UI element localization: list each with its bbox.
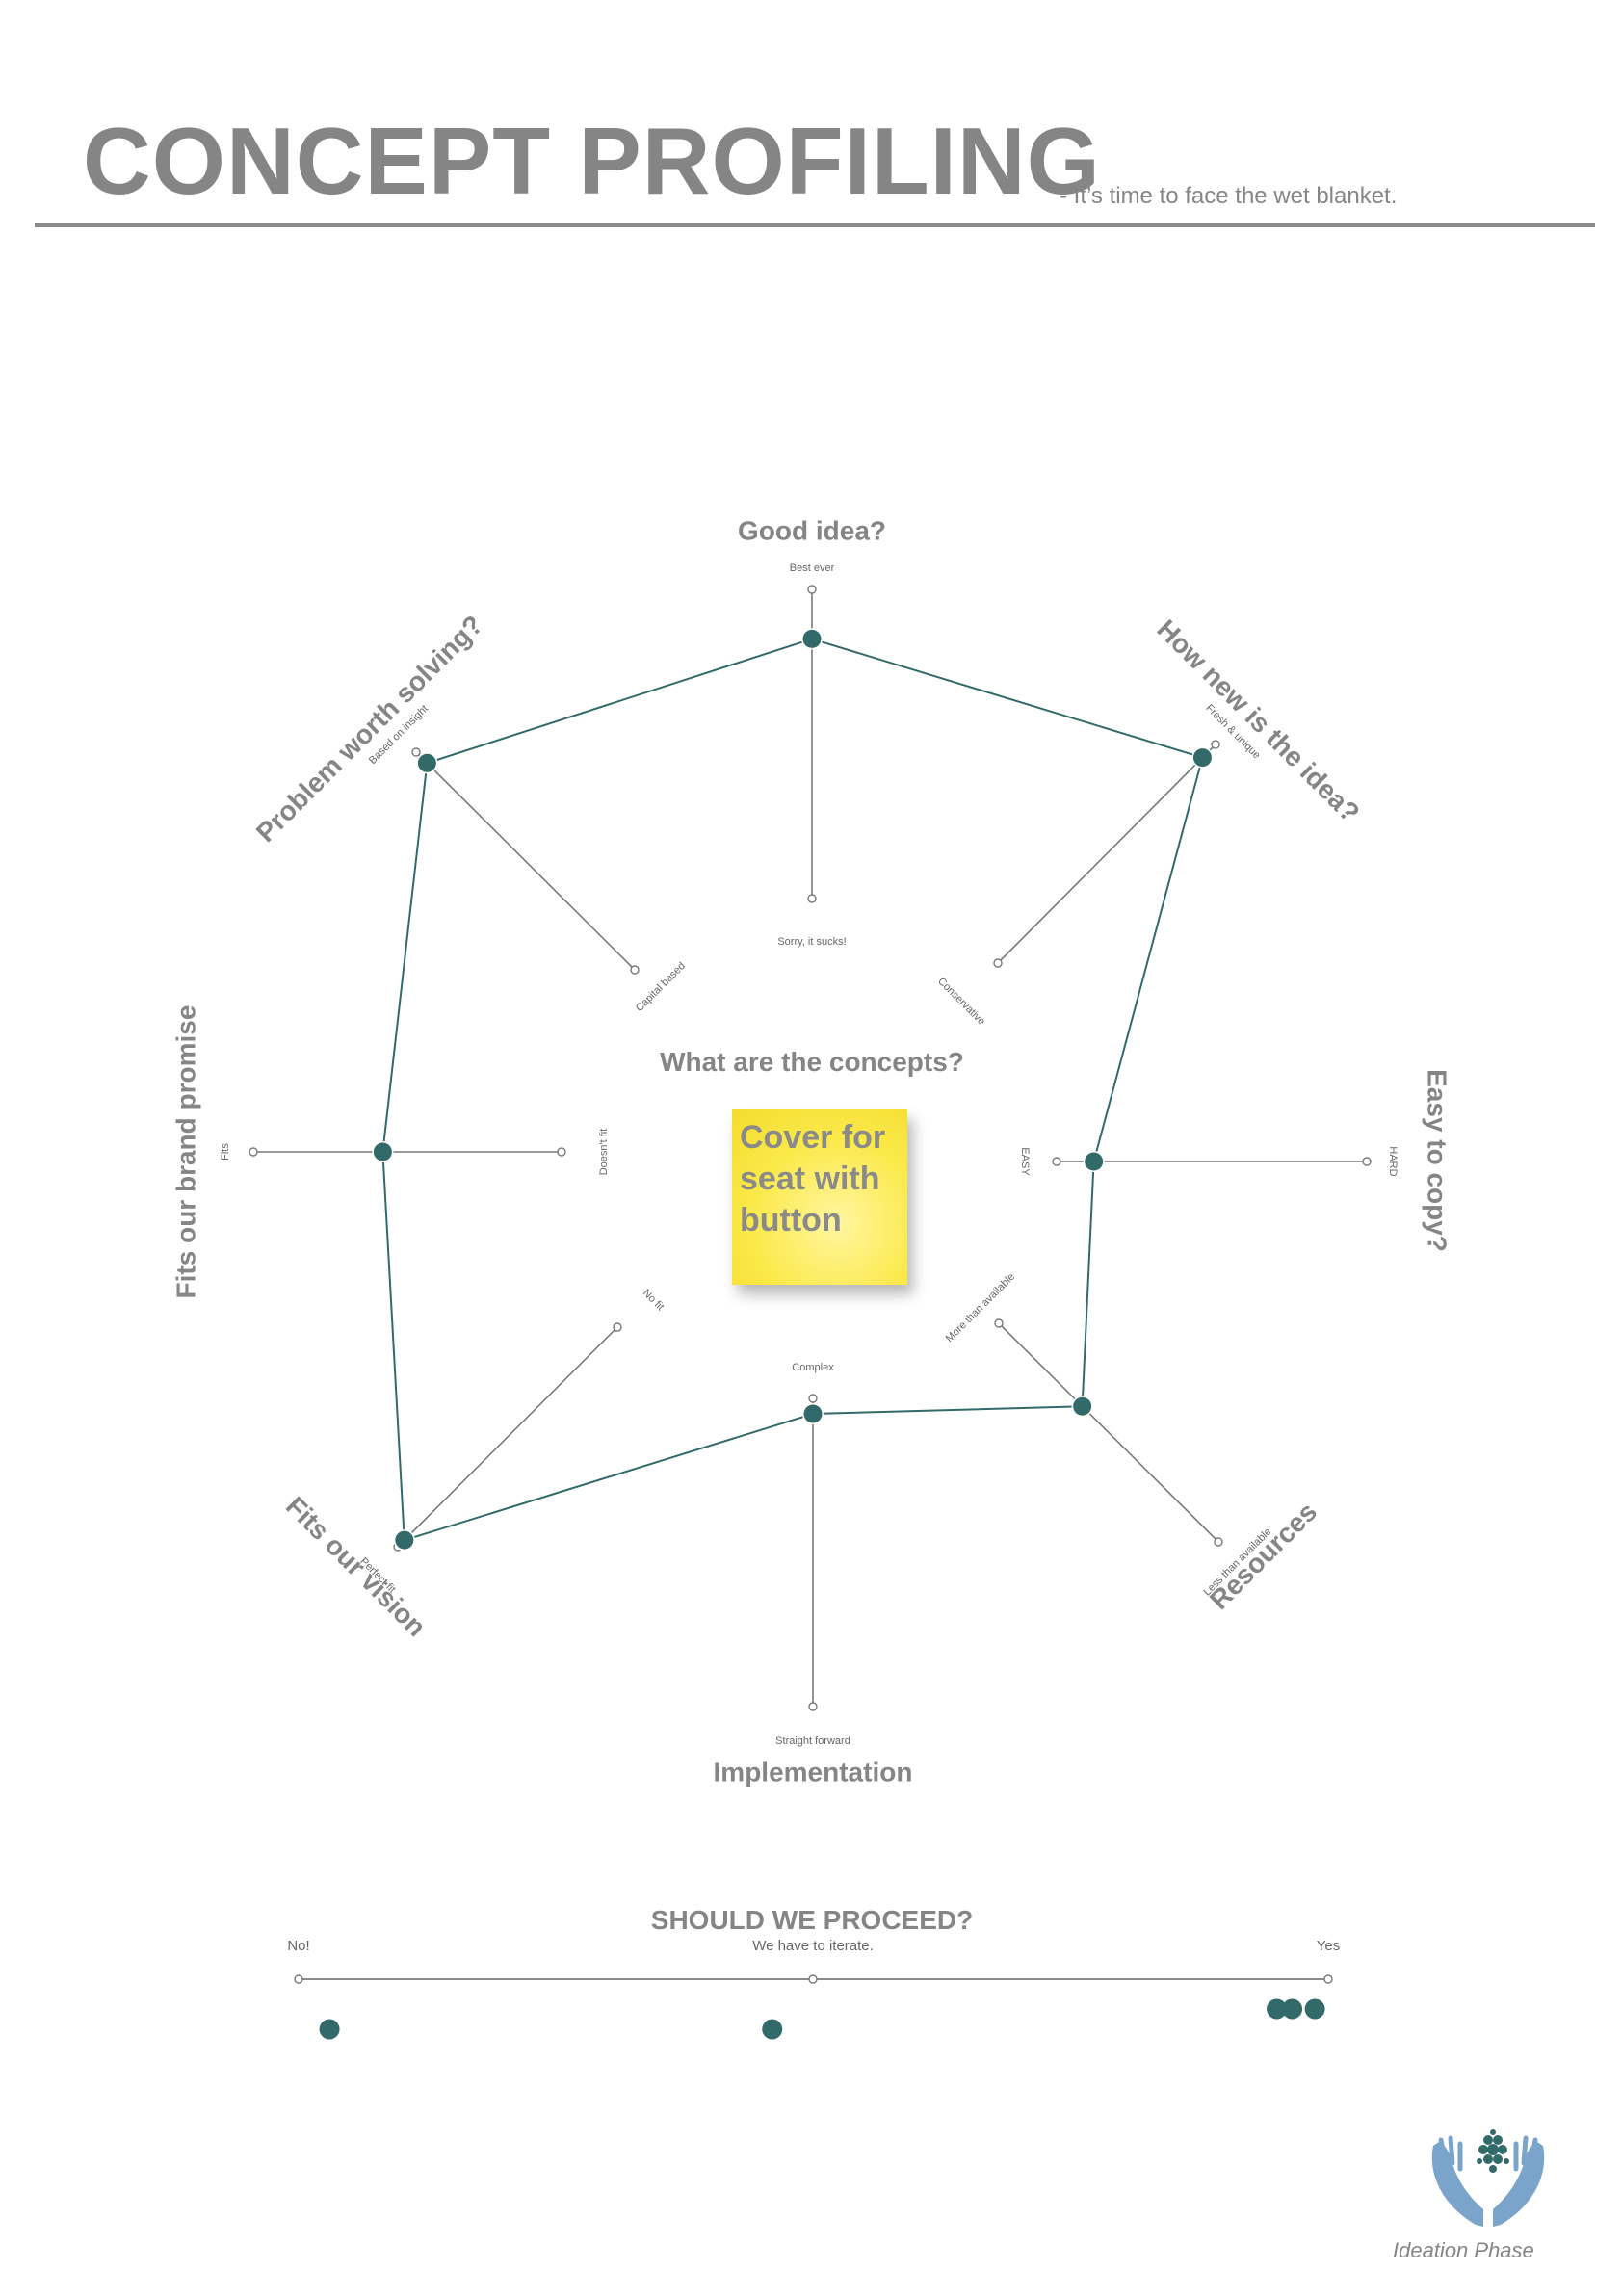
proceed-label-0: No! — [287, 1938, 309, 1954]
score-point-implementation — [803, 1404, 823, 1423]
score-point-easy-to-copy — [1085, 1152, 1104, 1171]
score-point-fits-vision — [395, 1530, 414, 1550]
axis-end-outer-easy-to-copy — [1362, 1157, 1372, 1166]
axis-outer-label-implementation: Straight forward — [775, 1735, 850, 1747]
axis-end-inner-resources — [994, 1318, 1004, 1328]
proceed-vote-1 — [762, 2019, 783, 2040]
axis-end-inner-good-idea — [807, 894, 817, 903]
axis-title-easy-to-copy: Easy to copy? — [1423, 1069, 1452, 1252]
axis-outer-label-fits-brand: Fits — [220, 1143, 231, 1161]
axis-inner-label-problem: Capital based — [634, 960, 688, 1014]
axis-end-outer-implementation — [808, 1702, 818, 1711]
logo-dot-0 — [1483, 2135, 1493, 2145]
axis-title-problem: Problem worth solving? — [250, 610, 488, 848]
axis-inner-label-how-new: Conservative — [935, 976, 987, 1028]
axis-inner-label-implementation: Complex — [792, 1362, 834, 1373]
axis-title-implementation: Implementation — [714, 1757, 913, 1787]
logo-dot-4 — [1498, 2145, 1507, 2154]
axis-end-outer-problem — [411, 747, 421, 757]
logo-dot-1 — [1493, 2135, 1503, 2145]
axis-end-outer-good-idea — [807, 585, 817, 594]
proceed-label-2: Yes — [1317, 1938, 1340, 1954]
page-title: CONCEPT PROFILING — [83, 108, 1101, 214]
logo-dot-7 — [1489, 2165, 1497, 2173]
sticky-note-text: Cover for seat with button — [740, 1119, 886, 1239]
proceed-tick-0 — [294, 1974, 303, 1984]
axis-inner-label-fits-brand: Doesn't fit — [598, 1129, 610, 1176]
proceed-vote-3 — [1282, 1998, 1303, 2020]
axis-end-inner-how-new — [993, 958, 1003, 968]
right-fingers-shape — [1513, 2135, 1538, 2172]
score-point-problem — [417, 753, 436, 772]
header-divider — [35, 223, 1595, 227]
axis-outer-label-easy-to-copy: HARD — [1387, 1146, 1399, 1176]
axis-line-problem — [415, 751, 636, 971]
score-point-how-new — [1192, 748, 1212, 768]
score-point-resources — [1073, 1396, 1092, 1416]
proceed-vote-2 — [1267, 1998, 1288, 2020]
axis-end-outer-resources — [1214, 1537, 1223, 1547]
logo-dot-9 — [1504, 2158, 1509, 2164]
axis-end-inner-easy-to-copy — [1052, 1157, 1061, 1166]
logo-dot-5 — [1483, 2154, 1493, 2164]
axis-inner-label-good-idea: Sorry, it sucks! — [777, 936, 846, 948]
axis-end-inner-problem — [630, 965, 640, 975]
logo-dot-10 — [1490, 2129, 1496, 2135]
score-point-fits-brand — [373, 1142, 392, 1161]
hands-holding-idea-icon — [1431, 2129, 1545, 2227]
sticky-note[interactable]: Cover for seat with button — [732, 1109, 907, 1285]
logo-dot-8 — [1477, 2158, 1482, 2164]
axis-title-fits-vision: Fits our vision — [280, 1491, 432, 1642]
logo-dot-6 — [1493, 2154, 1503, 2164]
axis-line-fits-vision — [397, 1326, 618, 1548]
axis-end-outer-how-new — [1211, 740, 1220, 749]
score-point-good-idea — [802, 629, 822, 648]
axis-outer-label-good-idea: Best ever — [790, 562, 835, 574]
axis-inner-label-resources: More than available — [944, 1271, 1017, 1344]
left-fingers-shape — [1438, 2135, 1463, 2172]
axis-title-fits-brand: Fits our brand promise — [170, 1005, 200, 1299]
proceed-tick-2 — [1323, 1974, 1333, 1984]
axis-end-outer-fits-brand — [249, 1147, 258, 1157]
proceed-tick-1 — [808, 1974, 818, 1984]
axis-end-inner-fits-vision — [613, 1322, 622, 1332]
axis-title-resources: Resources — [1204, 1497, 1322, 1615]
axis-end-inner-fits-brand — [557, 1147, 566, 1157]
axis-title-good-idea: Good idea? — [738, 515, 886, 545]
proceed-vote-4 — [1304, 1998, 1325, 2020]
proceed-vote-0 — [319, 2019, 340, 2040]
logo-dot-2 — [1478, 2145, 1488, 2154]
axis-end-inner-implementation — [808, 1394, 818, 1403]
left-hand-shape — [1431, 2142, 1483, 2227]
logo-label: Ideation Phase — [1393, 2238, 1534, 2262]
logo-dot-3 — [1487, 2144, 1499, 2155]
axis-inner-label-fits-vision: No fit — [641, 1288, 667, 1314]
axis-line-resources — [998, 1322, 1219, 1543]
center-question: What are the concepts? — [660, 1047, 964, 1077]
axis-title-how-new: How new is the idea? — [1151, 613, 1365, 827]
page-subtitle: - It’s time to face the wet blanket. — [1060, 183, 1398, 209]
right-hand-shape — [1493, 2142, 1545, 2227]
proceed-label-1: We have to iterate. — [752, 1938, 874, 1954]
axis-inner-label-easy-to-copy: EASY — [1019, 1147, 1031, 1176]
axis-line-how-new — [997, 744, 1216, 964]
proceed-title: SHOULD WE PROCEED? — [651, 1905, 973, 1935]
